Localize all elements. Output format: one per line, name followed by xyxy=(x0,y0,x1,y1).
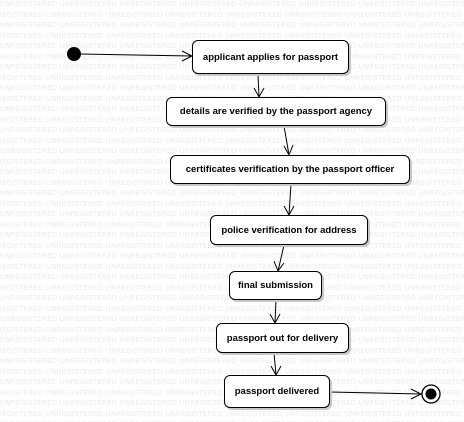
watermark-row: UNREGISTERED UNREGISTERED UNREGISTERED U… xyxy=(0,31,464,40)
watermark-row: UNREGISTERED UNREGISTERED UNREGISTERED U… xyxy=(0,21,464,29)
activity-passport-out-for-delivery: passport out for delivery xyxy=(216,323,349,353)
flow-applicant-to-details-verified xyxy=(257,73,260,98)
watermark-row: UNREGISTERED UNREGISTERED UNREGISTERED U… xyxy=(0,0,464,8)
watermark-row: UNREGISTERED UNREGISTERED UNREGISTERED U… xyxy=(0,241,464,250)
watermark-row: UNREGISTERED UNREGISTERED UNREGISTERED U… xyxy=(0,420,464,422)
watermark-row: UNREGISTERED UNREGISTERED UNREGISTERED U… xyxy=(0,409,464,418)
activity-applicant-applies-for-passport: applicant applies for passport xyxy=(192,40,349,74)
activity-label: passport delivered xyxy=(234,386,320,397)
arrowhead-icon xyxy=(410,388,423,400)
watermark-row: UNREGISTERED UNREGISTERED UNREGISTERED U… xyxy=(0,210,464,218)
activity-final-submission: final submission xyxy=(229,271,322,300)
activity-label: police verification for address xyxy=(221,224,357,236)
activity-label: passport out for delivery xyxy=(226,332,339,344)
activity-certificates-verification: certificates verification by the passpor… xyxy=(170,155,410,184)
watermark-row: UNREGISTERED UNREGISTERED UNREGISTERED U… xyxy=(0,73,464,82)
watermark-row: UNREGISTERED UNREGISTERED UNREGISTERED U… xyxy=(0,315,464,323)
watermark-row: UNREGISTERED UNREGISTERED UNREGISTERED U… xyxy=(0,147,464,155)
activity-passport-delivered: passport delivered xyxy=(224,375,330,408)
watermark-row: UNREGISTERED UNREGISTERED UNREGISTERED U… xyxy=(0,189,464,197)
watermark-row: UNREGISTERED UNREGISTERED UNREGISTERED U… xyxy=(0,126,464,134)
flow-details-to-certificates xyxy=(283,125,290,156)
watermark-row: UNREGISTERED UNREGISTERED UNREGISTERED U… xyxy=(0,357,464,365)
final-node xyxy=(421,384,441,404)
activity-label: final submission xyxy=(238,280,313,291)
initial-node xyxy=(67,47,81,61)
flow-start-to-applicant-applies xyxy=(80,53,193,57)
watermark-row: UNREGISTERED UNREGISTERED UNREGISTERED U… xyxy=(0,367,464,376)
flow-final-submission-to-out-for-delivery xyxy=(274,299,277,324)
watermark-row: UNREGISTERED UNREGISTERED UNREGISTERED U… xyxy=(0,262,464,271)
activity-police-verification: police verification for address xyxy=(210,215,368,245)
watermark-row: UNREGISTERED UNREGISTERED UNREGISTERED U… xyxy=(0,10,464,19)
activity-label: applicant applies for passport xyxy=(202,51,339,63)
watermark-row: UNREGISTERED UNREGISTERED UNREGISTERED U… xyxy=(0,304,464,313)
flow-certificates-to-police xyxy=(288,183,292,216)
activity-label: certificates verification by the passpor… xyxy=(185,164,395,175)
watermark-row: UNREGISTERED UNREGISTERED UNREGISTERED U… xyxy=(0,252,464,260)
activity-details-verified-by-agency: details are verified by the passport age… xyxy=(166,97,386,126)
flow-delivered-to-final-node xyxy=(329,391,422,395)
activity-label: details are verified by the passport age… xyxy=(179,106,373,117)
flow-police-to-final-submission xyxy=(277,244,285,272)
watermark-row: UNREGISTERED UNREGISTERED UNREGISTERED U… xyxy=(0,84,464,92)
watermark-row: UNREGISTERED UNREGISTERED UNREGISTERED U… xyxy=(0,136,464,145)
flow-out-for-delivery-to-delivered xyxy=(273,352,277,376)
watermark-row: UNREGISTERED UNREGISTERED UNREGISTERED U… xyxy=(0,199,464,208)
